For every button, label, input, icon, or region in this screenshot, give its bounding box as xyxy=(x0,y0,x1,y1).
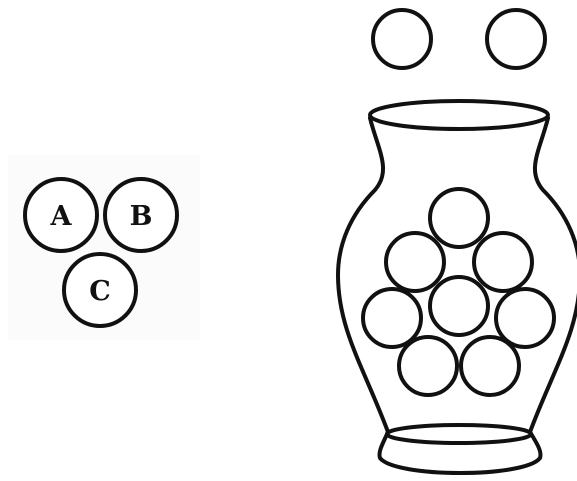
vase-marble xyxy=(428,275,490,337)
vase-marble xyxy=(472,231,534,293)
marble-above-vase-left xyxy=(371,8,433,70)
marble-c-label: C xyxy=(89,276,111,307)
labeled-marble-a: A xyxy=(23,177,99,253)
marble-c-circle xyxy=(62,252,138,328)
vase-marble xyxy=(459,335,521,397)
marble-a-circle xyxy=(23,177,99,253)
vase-marble xyxy=(428,187,490,249)
marble-b-circle xyxy=(103,177,179,253)
vase-foot xyxy=(377,430,543,475)
vase-marble xyxy=(397,335,459,397)
labeled-marble-c: C xyxy=(62,252,138,328)
vase xyxy=(336,99,577,475)
marble-above-vase-right xyxy=(485,8,547,70)
vase-body xyxy=(336,116,577,434)
marble-b-label: B xyxy=(130,201,153,232)
vase-foot-top xyxy=(385,423,533,445)
vase-rim xyxy=(368,99,550,131)
vase-marble xyxy=(494,287,556,349)
vase-marble xyxy=(361,287,423,349)
labeled-marble-b: B xyxy=(103,177,179,253)
marble-a-label: A xyxy=(50,201,73,232)
vase-marble xyxy=(384,231,446,293)
